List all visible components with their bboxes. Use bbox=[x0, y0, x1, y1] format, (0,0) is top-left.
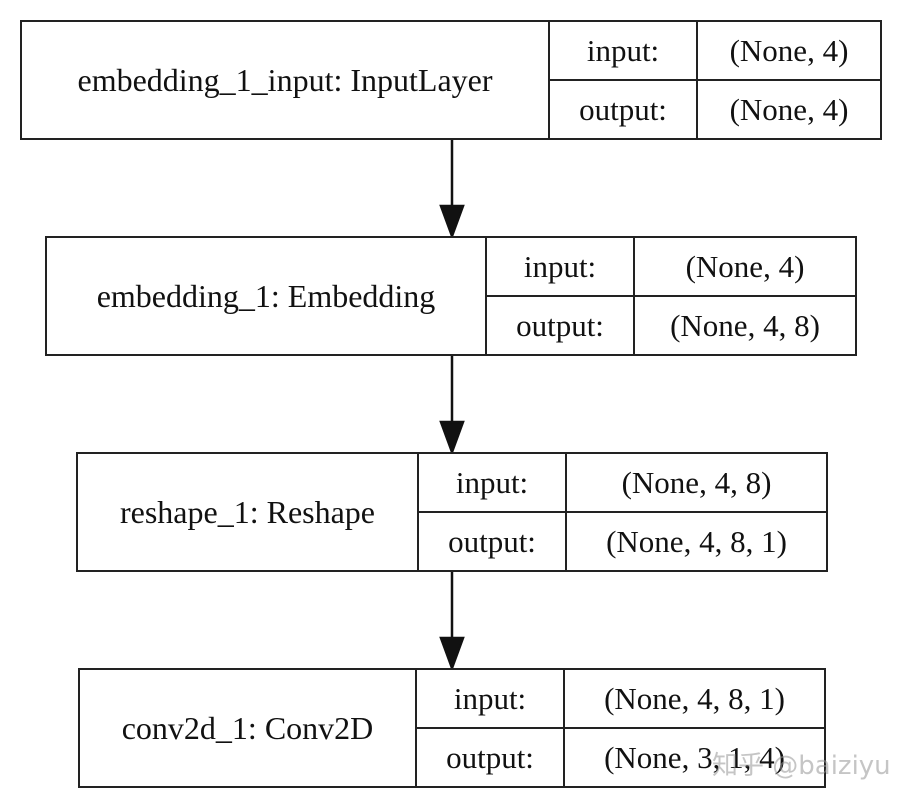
output-label: output: bbox=[448, 523, 536, 559]
layer-name: embedding_1: Embedding bbox=[47, 238, 487, 354]
watermark: 知乎 @baiziyu bbox=[712, 751, 891, 781]
layer-name: embedding_1_input: InputLayer bbox=[22, 22, 550, 138]
layer-name: conv2d_1: Conv2D bbox=[80, 670, 417, 786]
input-shape: (None, 4) bbox=[635, 238, 855, 297]
layer-name: reshape_1: Reshape bbox=[78, 454, 419, 570]
layer-box-input: embedding_1_input: InputLayer input: out… bbox=[20, 20, 882, 140]
output-label: output: bbox=[446, 739, 534, 775]
layer-box-reshape: reshape_1: Reshape input: output: (None,… bbox=[76, 452, 828, 572]
output-shape: (None, 3, 1, 4) bbox=[604, 739, 785, 775]
output-label: output: bbox=[579, 91, 667, 127]
output-shape: (None, 4, 8, 1) bbox=[606, 523, 787, 559]
input-label: input: bbox=[419, 454, 565, 513]
layer-box-embedding: embedding_1: Embedding input: output: (N… bbox=[45, 236, 857, 356]
layer-box-conv2d: conv2d_1: Conv2D input: output: (None, 4… bbox=[78, 668, 826, 788]
arrow-3-head bbox=[439, 636, 465, 672]
input-shape: (None, 4) bbox=[698, 22, 880, 81]
input-shape: (None, 4, 8, 1) bbox=[565, 670, 824, 729]
arrow-1-head bbox=[439, 204, 465, 240]
output-shape: (None, 4, 8) bbox=[670, 307, 820, 343]
output-label: output: bbox=[516, 307, 604, 343]
arrow-2-head bbox=[439, 420, 465, 456]
input-label: input: bbox=[417, 670, 563, 729]
input-label: input: bbox=[550, 22, 696, 81]
input-shape: (None, 4, 8) bbox=[567, 454, 826, 513]
input-label: input: bbox=[487, 238, 633, 297]
output-shape: (None, 4) bbox=[729, 91, 849, 127]
